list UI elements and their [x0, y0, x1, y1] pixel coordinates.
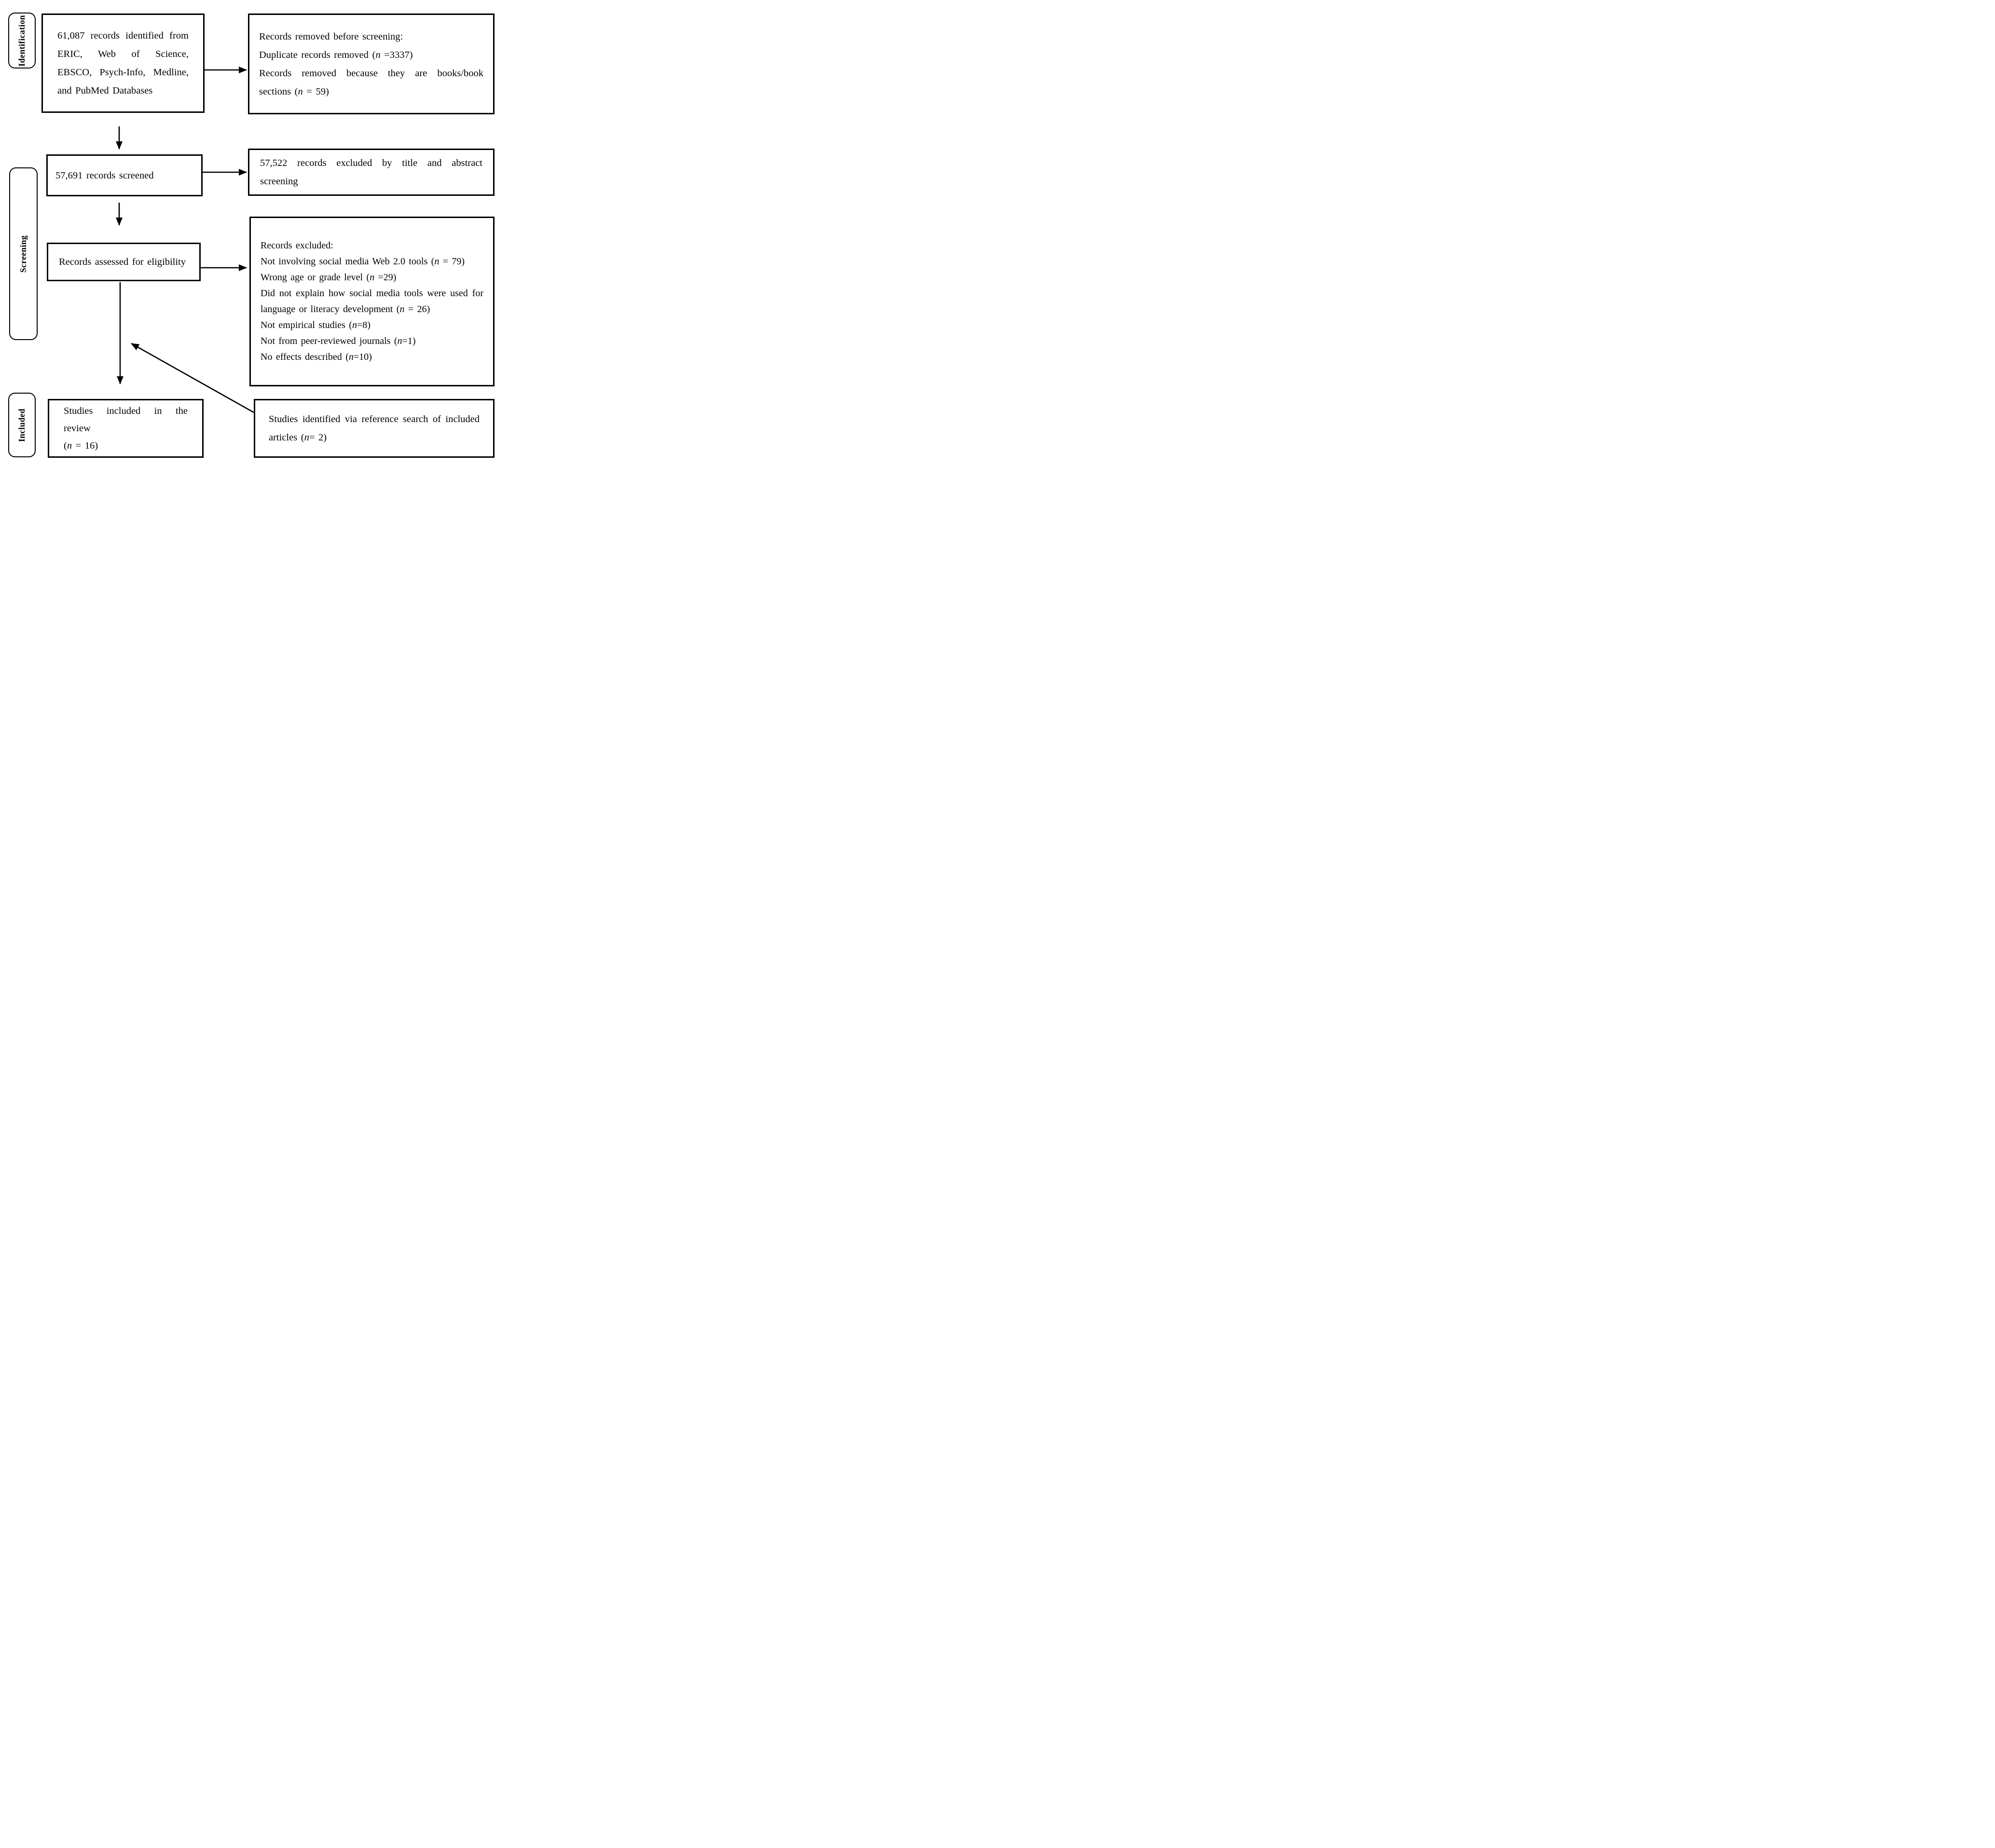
records-excluded-item: No effects described (n=10)	[261, 352, 372, 362]
box-records-removed-before-screening: Records removed before screening: Duplic…	[248, 14, 495, 114]
records-excluded-item: Not empirical studies (n=8)	[261, 320, 371, 330]
records-excluded-item: Did not explain how social media tools w…	[261, 288, 483, 315]
records-screened-text: 57,691 records screened	[55, 170, 154, 181]
stage-label-included: Included	[8, 393, 36, 457]
stage-label-text: Included	[17, 408, 27, 442]
records-removed-heading: Records removed before screening:	[259, 31, 403, 42]
records-removed-item: Records removed because they are books/b…	[259, 68, 483, 97]
box-records-identified: 61,087 records identified from ERIC, Web…	[41, 14, 205, 113]
records-removed-item: Duplicate records removed (n =3337)	[259, 49, 413, 60]
prisma-flow-diagram: Identification Screening Included 61,087…	[0, 0, 499, 462]
records-excluded-item: Not from peer-reviewed journals (n=1)	[261, 336, 416, 346]
records-excluded-item: Not involving social media Web 2.0 tools…	[261, 256, 465, 267]
box-records-excluded-reasons: Records excluded: Not involving social m…	[249, 217, 495, 386]
box-records-assessed-eligibility: Records assessed for eligibility	[47, 243, 201, 281]
box-records-screened: 57,691 records screened	[46, 154, 203, 196]
studies-included-count: (n = 16)	[64, 440, 98, 451]
records-excluded-item: Wrong age or grade level (n =29)	[261, 272, 397, 283]
arrow-reference-to-included	[131, 342, 254, 413]
box-studies-reference-search: Studies identified via reference search …	[254, 399, 495, 458]
records-assessed-text: Records assessed for eligibility	[59, 257, 186, 267]
stage-label-text: Identification	[17, 14, 27, 67]
flow-arrows	[116, 67, 254, 413]
records-excluded-title-abstract-text: 57,522 records excluded by title and abs…	[260, 158, 482, 187]
studies-included-text: Studies included in the review	[64, 406, 188, 434]
stage-label-identification: Identification	[8, 13, 36, 68]
studies-reference-search-text: Studies identified via reference search …	[269, 414, 480, 443]
box-studies-included: Studies included in the review (n = 16)	[48, 399, 204, 458]
box-records-excluded-title-abstract: 57,522 records excluded by title and abs…	[248, 149, 495, 196]
stage-label-text: Screening	[18, 235, 28, 273]
stage-label-screening: Screening	[9, 167, 38, 340]
records-excluded-heading: Records excluded:	[261, 240, 333, 251]
records-identified-text: 61,087 records identified from ERIC, Web…	[57, 30, 189, 96]
